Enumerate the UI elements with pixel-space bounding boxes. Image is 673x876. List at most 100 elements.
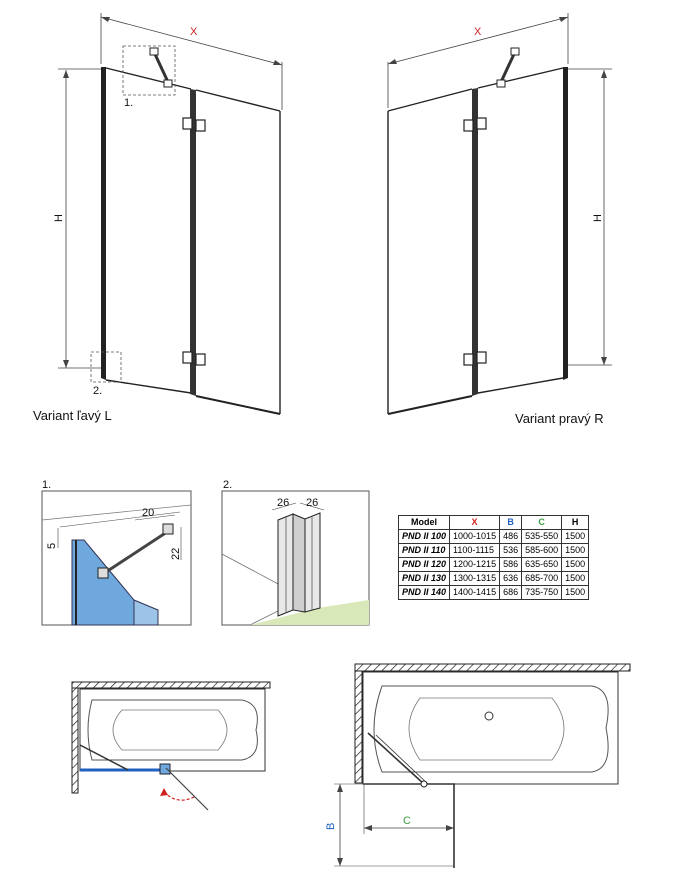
stabilizer-bar	[152, 51, 170, 83]
column-header-h: H	[561, 515, 590, 530]
cell-h: 1500	[561, 557, 590, 572]
glass-clamp	[496, 79, 506, 88]
bathtub-outline	[79, 688, 266, 772]
cell-x: 1100-1115	[449, 543, 501, 558]
wall-edge	[221, 553, 281, 586]
detail-2: 2. 26 26	[221, 479, 370, 626]
cell-c: 685-700	[521, 571, 563, 586]
cell-x: 1400-1415	[449, 585, 501, 600]
column-header-model: Model	[397, 515, 451, 530]
front-view-left: X H 1. 2. Variant ľavý L	[33, 13, 283, 423]
arrowhead	[337, 858, 343, 866]
cell-h: 1500	[561, 585, 590, 600]
bathtub-outline	[362, 671, 619, 785]
glass-panel-edge	[133, 599, 159, 626]
rotation-arrow	[163, 791, 197, 801]
cell-h: 1500	[561, 571, 590, 586]
hinge-profile-front	[277, 513, 294, 617]
cell-b: 486	[499, 529, 523, 544]
hinge-profile	[190, 89, 196, 396]
hinge-profile-side	[292, 513, 306, 613]
hinge	[182, 117, 193, 130]
caption-variant-left: Variant ľavý L	[33, 408, 112, 423]
hinge	[463, 353, 474, 366]
dim-label-x: X	[190, 26, 198, 38]
table-header-row: Model X B C H	[397, 515, 590, 530]
column-header-x: X	[449, 515, 501, 530]
wall-top	[71, 681, 271, 689]
panel-open	[79, 744, 129, 771]
table-row: PND II 140 1400-1415 686 735-750 1500	[397, 585, 590, 600]
callout-box-2	[90, 351, 122, 383]
detail-1-dim-20: 20	[142, 507, 154, 519]
hinge	[476, 117, 487, 130]
wall-bracket	[149, 47, 159, 56]
model-spec-table: Model X B C H PND II 100 1000-1015 486 5…	[397, 515, 590, 600]
wall-side	[71, 687, 79, 794]
glass-clamp	[163, 79, 173, 88]
detail-label-2: 2.	[223, 479, 232, 491]
plan-view-left	[71, 681, 271, 811]
dim-line-x	[387, 16, 569, 65]
caption-variant-right: Variant pravý R	[515, 411, 604, 426]
front-view-right: X H Variant pravý R	[387, 13, 612, 426]
detail-label-1: 1.	[42, 479, 51, 491]
detail-2-dim-26-left: 26	[277, 497, 289, 509]
arrowhead	[101, 17, 110, 22]
cell-x: 1300-1315	[449, 571, 501, 586]
dim-line	[59, 511, 181, 528]
table-row: PND II 130 1300-1315 636 685-700 1500	[397, 571, 590, 586]
stabilizer-bar	[499, 51, 517, 83]
cell-c: 585-600	[521, 543, 563, 558]
table-row: PND II 120 1200-1215 586 635-650 1500	[397, 557, 590, 572]
bathtub-basin	[408, 697, 565, 761]
panel-open	[367, 732, 425, 785]
detail-1-dim-22: 22	[170, 548, 182, 560]
wall-edge	[41, 504, 192, 521]
wall-side	[354, 670, 363, 784]
door-top-edge	[387, 88, 473, 112]
hinge	[195, 353, 206, 366]
bathtub-rim	[87, 699, 258, 761]
cell-model: PND II 120	[397, 557, 451, 572]
arrowhead	[559, 17, 568, 22]
cell-h: 1500	[561, 543, 590, 558]
hinge	[195, 119, 206, 132]
door-bottom-seal	[387, 395, 473, 415]
cell-x: 1200-1215	[449, 557, 501, 572]
dim-label-h: H	[53, 214, 65, 222]
cell-model: PND II 130	[397, 571, 451, 586]
table-row: PND II 100 1000-1015 486 535-550 1500	[397, 529, 590, 544]
arrowhead	[364, 825, 372, 831]
glass-clamp	[97, 567, 109, 579]
wall-profile	[101, 67, 106, 380]
door-top-edge	[195, 89, 281, 112]
panel-top-edge	[477, 67, 564, 89]
wall-bracket	[510, 47, 520, 56]
dim-line	[271, 502, 297, 511]
cell-h: 1500	[561, 529, 590, 544]
arrowhead	[601, 357, 607, 365]
detail-2-dim-26-right: 26	[306, 497, 318, 509]
door-swing	[165, 767, 209, 811]
arrowhead	[388, 59, 397, 64]
cell-model: PND II 100	[397, 529, 451, 544]
arrowhead	[337, 784, 343, 792]
bathtub-basin	[112, 709, 228, 751]
table-row: PND II 110 1100-1115 536 585-600 1500	[397, 543, 590, 558]
cell-model: PND II 140	[397, 585, 451, 600]
hinge-profile-front	[304, 512, 321, 613]
callout-label-2: 2.	[93, 385, 102, 397]
arrowhead	[63, 360, 69, 368]
hinge-profile	[472, 88, 478, 396]
hinge	[420, 780, 428, 788]
callout-label-1: 1.	[124, 97, 133, 109]
door-bottom-seal	[195, 395, 281, 415]
cell-c: 535-550	[521, 529, 563, 544]
wall-bracket	[162, 523, 174, 535]
arrowhead	[273, 60, 282, 65]
wall-top	[354, 663, 631, 672]
drain-icon	[484, 711, 494, 721]
dim-label-x: X	[474, 26, 482, 38]
